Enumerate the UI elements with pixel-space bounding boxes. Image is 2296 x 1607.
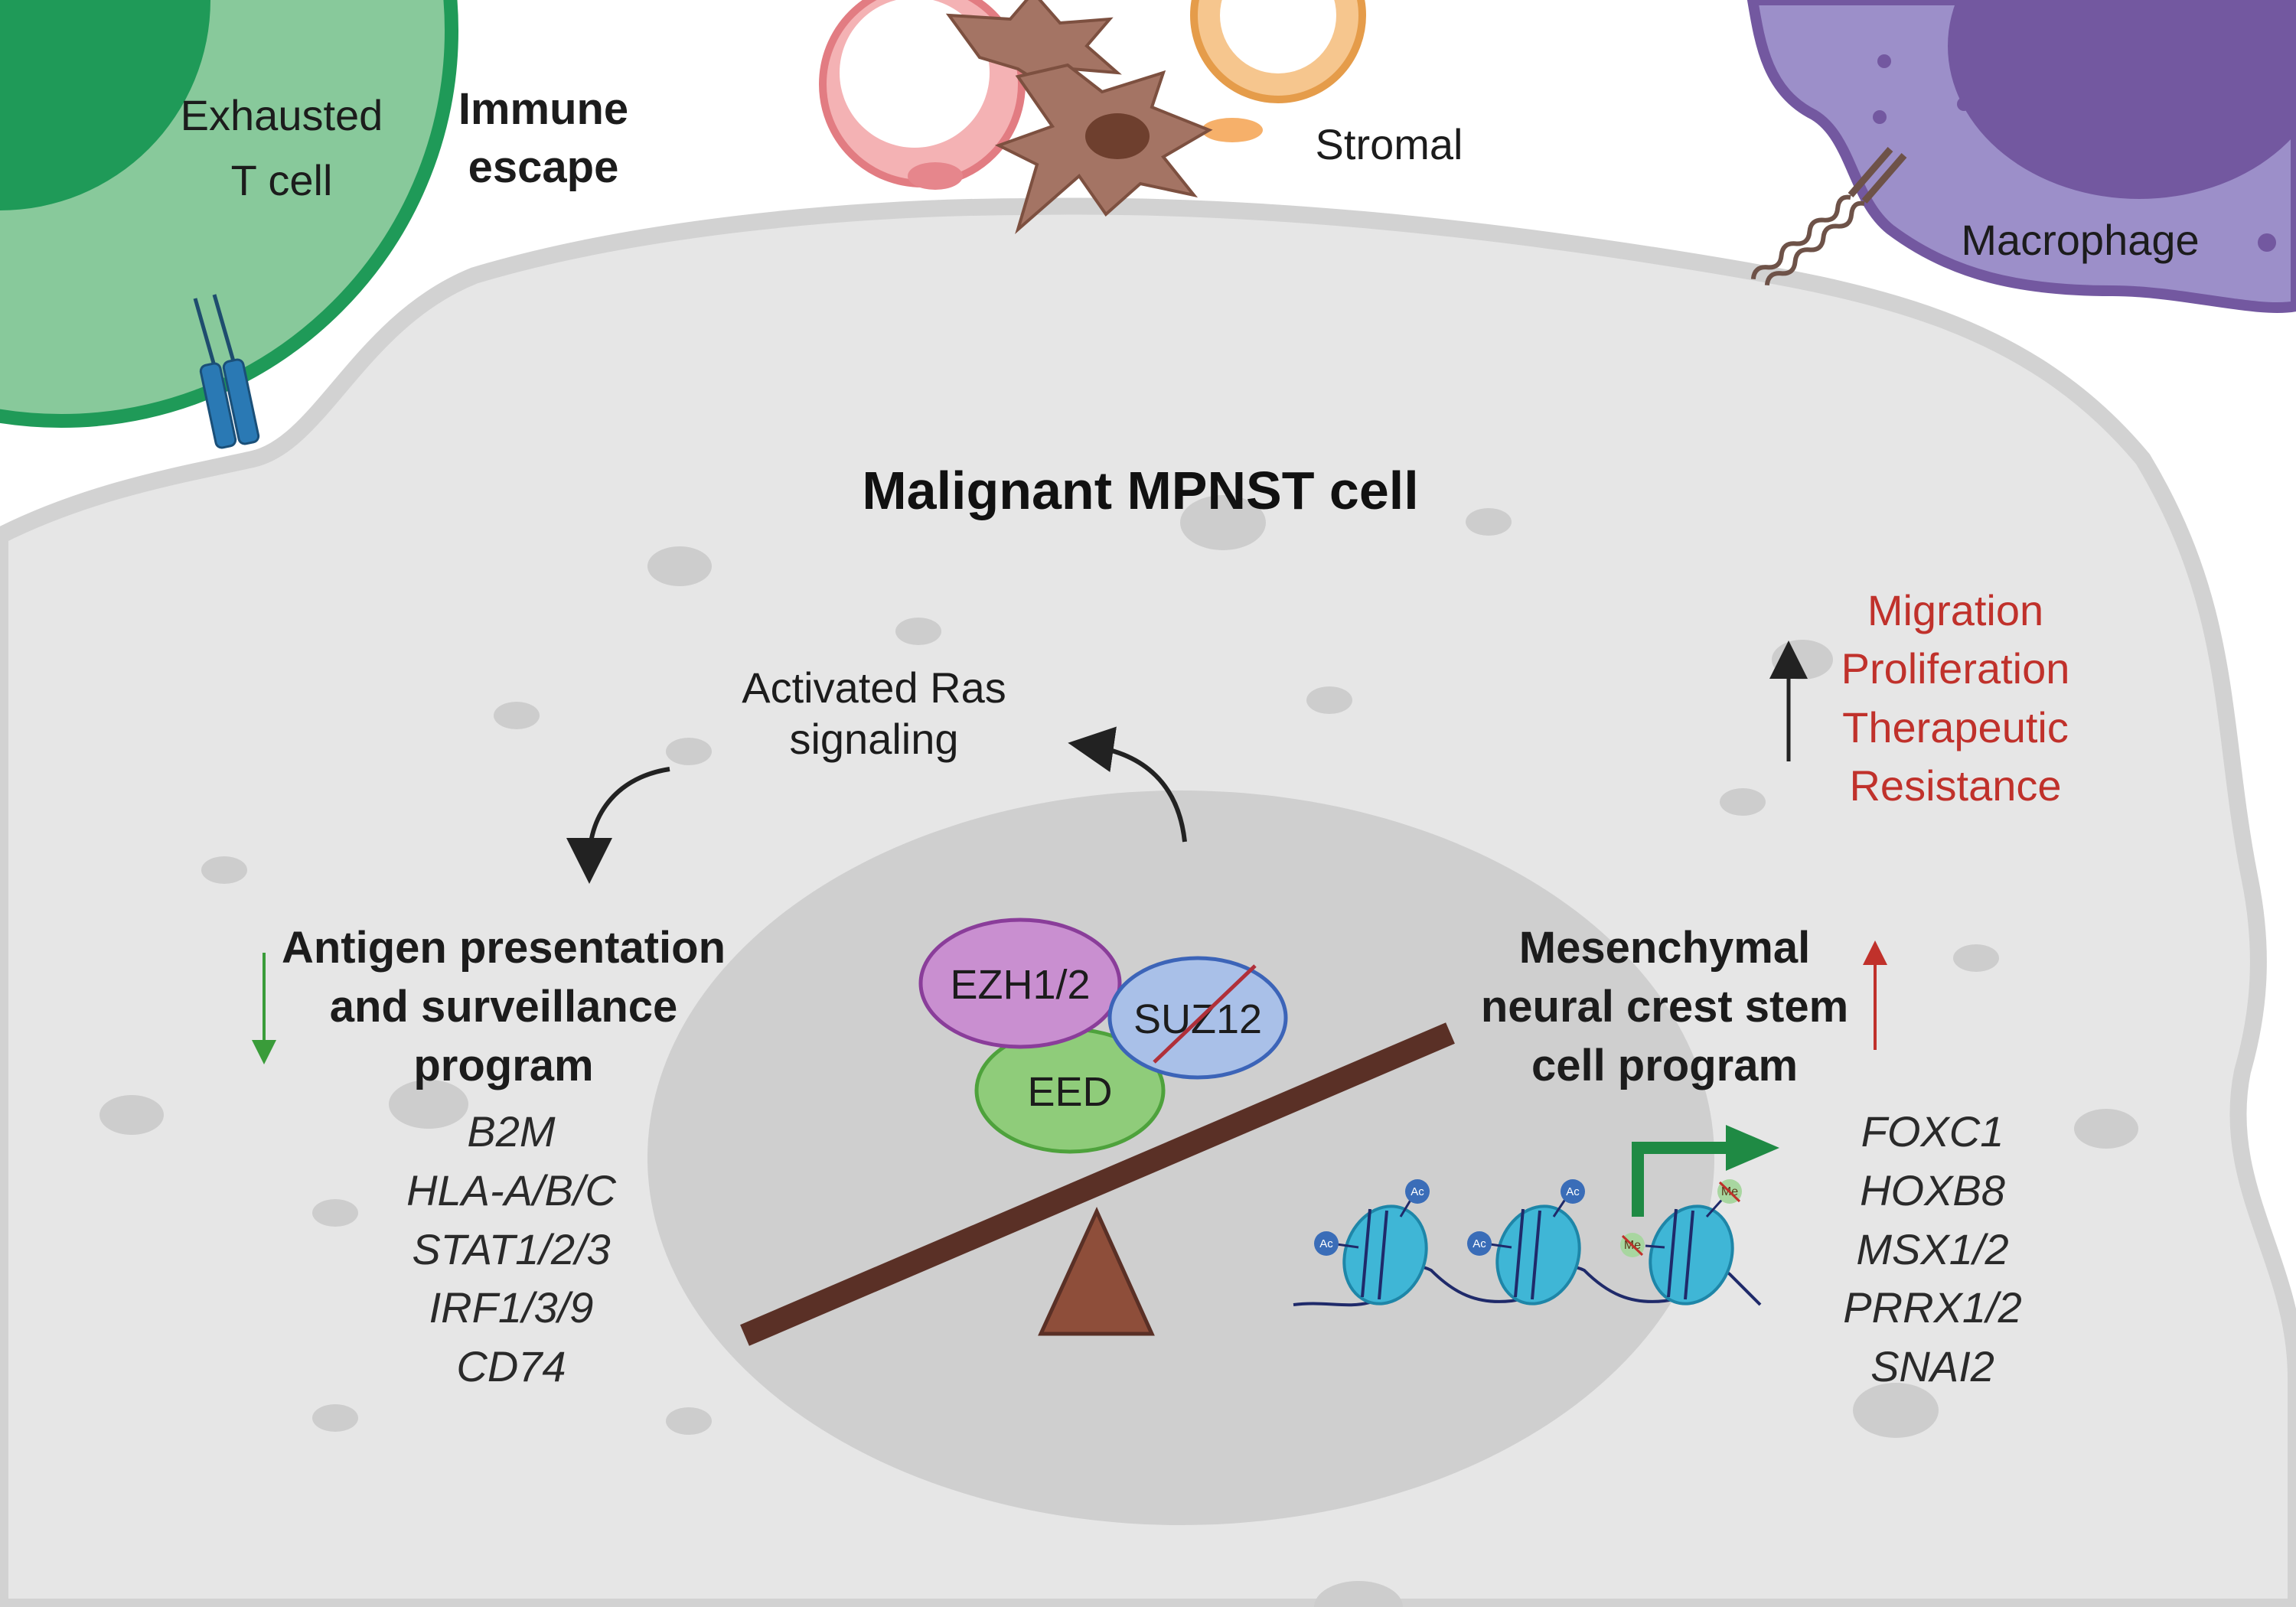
outcome-list: Migration Proliferation Therapeutic Resi… (1841, 586, 2070, 810)
prc2-complex: EED EZH1/2 SUZ12 (918, 918, 1288, 1154)
eed-label: EED (1027, 1069, 1112, 1115)
acetyl-mark: Ac (1405, 1179, 1430, 1204)
outcome-item: Proliferation (1841, 644, 2070, 693)
gene-item: B2M (467, 1107, 555, 1156)
ezh-label: EZH1/2 (950, 962, 1090, 1008)
mesenchymal-gene-list: FOXC1 HOXB8 MSX1/2 PRRX1/2 SNAI2 (1843, 1107, 2021, 1390)
gene-item: SNAI2 (1870, 1342, 1994, 1390)
t-cell-label-line1: Exhausted (181, 91, 383, 139)
gene-item: STAT1/2/3 (412, 1225, 610, 1273)
acetyl-mark: Ac (1467, 1231, 1492, 1256)
macrophage-label: Macrophage (1961, 216, 2199, 264)
gene-item: FOXC1 (1861, 1107, 2004, 1156)
antigen-gene-list: B2M HLA-A/B/C STAT1/2/3 IRF1/3/9 CD74 (406, 1107, 616, 1390)
t-cell-label-line2: T cell (231, 156, 333, 204)
svg-text:Ac: Ac (1473, 1237, 1486, 1250)
antigen-program-line1: Antigen presentation (282, 923, 726, 973)
acetyl-mark: Ac (1561, 1179, 1585, 1204)
suz12-subunit (1107, 956, 1288, 1080)
gene-item: HLA-A/B/C (406, 1166, 616, 1214)
ras-label-line1: Activated Ras (742, 663, 1006, 712)
outcome-item: Therapeutic (1842, 703, 2069, 751)
gene-item: CD74 (456, 1342, 566, 1390)
mesenchymal-program-line3: cell program (1531, 1041, 1798, 1090)
nucleosome-icon (1649, 1204, 1734, 1305)
removed-methyl-mark: Me (1717, 1179, 1742, 1204)
nucleosome-icon (1342, 1204, 1428, 1305)
ras-arrow-to-antigen-program (566, 767, 670, 884)
ras-label-line2: signaling (789, 715, 958, 763)
ras-arrow-from-nucleus (1068, 726, 1187, 843)
transcription-arrow-icon (1632, 1125, 1779, 1217)
page-title: Malignant MPNST cell (862, 461, 1418, 520)
immune-escape-line1: Immune (458, 84, 628, 134)
exhausted-t-cell (0, 0, 458, 428)
removed-methyl-mark: Me (1620, 1233, 1645, 1257)
gene-item: IRF1/3/9 (429, 1283, 594, 1332)
immune-escape-line2: escape (468, 142, 619, 192)
chromatin: Ac Ac Ac Ac Me Me (1293, 1125, 1779, 1307)
mesenchymal-program-line2: neural crest stem (1481, 982, 1848, 1032)
gene-item: MSX1/2 (1856, 1225, 2008, 1273)
gene-item: HOXB8 (1860, 1166, 2005, 1214)
t-cell-receptor-icon (193, 294, 260, 449)
mesenchymal-program-line1: Mesenchymal (1519, 923, 1810, 973)
svg-text:Ac: Ac (1411, 1185, 1424, 1198)
seesaw-icon (740, 1022, 1455, 1346)
acetyl-mark: Ac (1314, 1231, 1339, 1256)
gene-item: PRRX1/2 (1843, 1283, 2021, 1332)
organelles (99, 495, 2138, 1607)
svg-text:Ac: Ac (1566, 1185, 1580, 1198)
outcome-item: Migration (1867, 586, 2043, 634)
antigen-program-line3: program (413, 1041, 593, 1090)
stromal-label: Stromal (1316, 120, 1463, 168)
ezh-subunit (918, 918, 1122, 1049)
svg-text:Ac: Ac (1319, 1237, 1333, 1250)
suz12-loss-strike (1153, 964, 1257, 1064)
outcome-item: Resistance (1849, 761, 2061, 810)
macrophage (1746, 0, 2296, 314)
stromal-cells-icon (819, 0, 1366, 235)
antigen-program-line2: and surveillance (330, 982, 678, 1032)
nucleosome-icon (1495, 1204, 1581, 1305)
macrophage-receptor-icon (1750, 147, 1907, 286)
